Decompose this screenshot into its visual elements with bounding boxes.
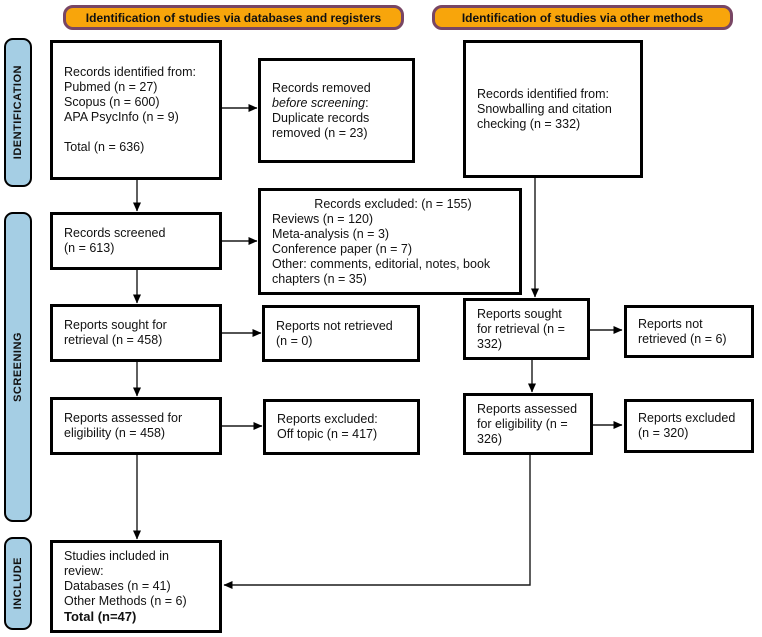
box-reports-sought-other: Reports sought for retrieval (n = 332) <box>463 298 590 360</box>
header-other-methods: Identification of studies via other meth… <box>432 5 733 30</box>
box-text-line: 332) <box>477 336 503 351</box>
box-text-line: retrieval (n = 458) <box>64 333 163 347</box>
sidebar-identification: IDENTIFICATION <box>4 38 32 187</box>
box-text-line: Databases (n = 41) <box>64 579 171 593</box>
box-text-line: Off topic (n = 417) <box>277 427 378 441</box>
box-records-identified-databases: Records identified from: Pubmed (n = 27)… <box>50 40 222 180</box>
box-text-line: Total (n = 636) <box>64 140 145 154</box>
box-text-line: removed (n = 23) <box>272 125 368 140</box>
box-text-line: Records identified from: <box>477 86 610 101</box>
box-records-screened: Records screened (n = 613) <box>50 212 222 270</box>
box-text-line: for retrieval (n = <box>477 321 565 336</box>
box-reports-not-retrieved-other: Reports not retrieved (n = 6) <box>624 305 754 358</box>
box-text-line: APA PsycInfo (n = 9) <box>64 110 179 124</box>
box-reports-excluded-other: Reports excluded (n = 320) <box>624 399 754 453</box>
box-text-line: Duplicate records <box>272 110 370 125</box>
sidebar-identification-label: IDENTIFICATION <box>12 65 24 160</box>
box-text-line-total: Total (n=47) <box>64 609 137 624</box>
box-text-line: (n = 320) <box>638 426 689 440</box>
box-text-line: Reports sought <box>477 306 562 321</box>
box-text-line: Studies included in <box>64 549 169 563</box>
box-text-line: Snowballing and citation <box>477 101 612 116</box>
box-reports-assessed-databases: Reports assessed for eligibility (n = 45… <box>50 397 222 455</box>
box-text-line: Reports assessed for <box>64 411 183 425</box>
box-reports-excluded-offtopic: Reports excluded: Off topic (n = 417) <box>263 399 420 455</box>
box-text-line: Reports assessed <box>477 401 578 416</box>
box-text-line: Scopus (n = 600) <box>64 95 160 109</box>
box-text-rest: : <box>365 95 369 110</box>
sidebar-include-label: INCLUDE <box>12 557 24 610</box>
box-text-line: Records removed <box>272 80 371 95</box>
box-text-line <box>64 125 214 140</box>
box-text-line: Reviews (n = 120) <box>272 211 374 226</box>
italic-phrase: before screening <box>272 95 366 110</box>
box-text-line: Meta-analysis (n = 3) <box>272 226 390 241</box>
box-records-identified-other: Records identified from: Snowballing and… <box>463 40 643 178</box>
box-text-line: Reports excluded <box>638 411 736 425</box>
box-text-line: Records excluded: (n = 155) <box>314 196 472 211</box>
box-text-line: Records identified from: <box>64 65 197 79</box>
box-reports-assessed-other: Reports assessed for eligibility (n = 32… <box>463 393 593 455</box>
box-text-line: eligibility (n = 458) <box>64 426 166 440</box>
box-text-line: Records screened <box>64 226 166 240</box>
box-text-line: checking (n = 332) <box>477 116 581 131</box>
box-text-line: Reports not <box>638 316 703 331</box>
box-records-excluded: Records excluded: (n = 155) Reviews (n =… <box>258 188 522 295</box>
box-text-line: Pubmed (n = 27) <box>64 80 158 94</box>
box-text-line: Other Methods (n = 6) <box>64 594 187 608</box>
box-studies-included: Studies included in review: Databases (n… <box>50 540 222 633</box>
box-text-line: (n = 613) <box>64 241 115 255</box>
box-records-removed: Records removed before screening: Duplic… <box>258 58 415 163</box>
box-text-line: Reports excluded: <box>277 412 378 426</box>
box-text-line: Reports sought for <box>64 318 167 332</box>
box-text-line: before screening: <box>272 96 407 111</box>
box-text-line: for eligibility (n = <box>477 416 568 431</box>
box-text-line: Other: comments, editorial, notes, book … <box>272 256 491 286</box>
header-databases-registers: Identification of studies via databases … <box>63 5 404 30</box>
sidebar-include: INCLUDE <box>4 537 32 630</box>
box-text-line: Reports not retrieved <box>276 318 393 333</box>
box-text-line: retrieved (n = 6) <box>638 331 727 346</box>
box-text-line: review: <box>64 564 104 578</box>
box-reports-sought-databases: Reports sought for retrieval (n = 458) <box>50 304 222 362</box>
box-reports-not-retrieved-databases: Reports not retrieved (n = 0) <box>262 305 420 362</box>
box-text-line: 326) <box>477 431 503 446</box>
arrow-otherassessed-to-included <box>223 455 531 589</box>
sidebar-screening: SCREENING <box>4 212 32 522</box>
box-text-line: Conference paper (n = 7) <box>272 241 413 256</box>
box-text-line: (n = 0) <box>276 333 313 348</box>
sidebar-screening-label: SCREENING <box>12 332 24 402</box>
